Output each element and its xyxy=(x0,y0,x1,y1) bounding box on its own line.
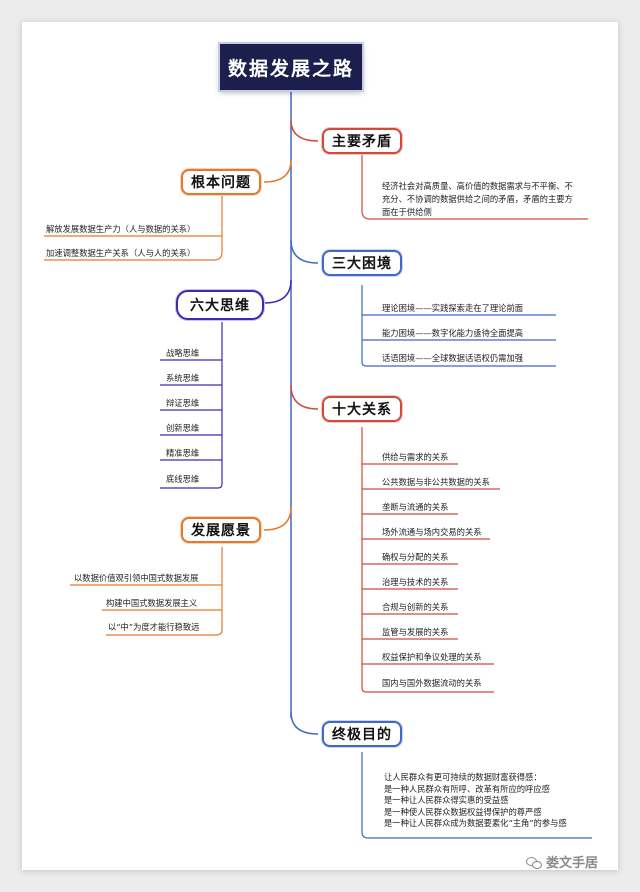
leaf-relation[interactable]: 治理与技术的关系 xyxy=(382,577,449,587)
node-ten-relations[interactable]: 十大关系 xyxy=(322,396,402,422)
ultimate-goal-line: 是一种人民群众有所呼、改革有所应的呼应感 xyxy=(384,783,550,794)
node-three-dilemmas[interactable]: 三大困境 xyxy=(322,250,402,276)
main-contradiction-text: 经济社会对高质量、高价值的数据需求与不平衡、不 充分、不协调的数据供给之间的矛盾… xyxy=(382,180,573,219)
leaf-root-problem[interactable]: 加速调整数据生产关系（人与人的关系） xyxy=(46,248,196,258)
leaf-relation[interactable]: 确权与分配的关系 xyxy=(382,552,449,562)
leaf-relation[interactable]: 公共数据与非公共数据的关系 xyxy=(382,477,490,487)
node-main-contradiction[interactable]: 主要矛盾 xyxy=(322,128,402,154)
ultimate-goal-text: 让人民群众有更可持续的数据财富获得感： 是一种人民群众有所呼、改革有所应的呼应感… xyxy=(384,772,567,830)
leaf-thinking[interactable]: 战略思维 xyxy=(166,348,200,358)
leaf-dilemma[interactable]: 话语困境——全球数据话语权仍需加强 xyxy=(382,353,524,363)
leaf-relation[interactable]: 垄断与流通的关系 xyxy=(382,502,449,512)
watermark-text: 娄文手居 xyxy=(546,856,599,871)
main-contradiction-line: 面在于供给侧 xyxy=(382,207,432,217)
leaf-relation[interactable]: 场外流通与场内交易的关系 xyxy=(382,527,482,537)
node-root-problem[interactable]: 根本问题 xyxy=(181,169,261,195)
ultimate-goal-line: 是一种使人民群众数据权益得保护的尊严感 xyxy=(384,806,542,817)
ultimate-goal-line: 是一种让人民群众成为数据要素化“主角”的参与感 xyxy=(384,818,567,828)
leaf-thinking[interactable]: 精准思维 xyxy=(166,448,200,458)
main-contradiction-line: 充分、不协调的数据供给之间的矛盾，矛盾的主要方 xyxy=(382,194,573,204)
leaf-dilemma[interactable]: 能力困境——数字化能力亟待全面提高 xyxy=(382,328,524,338)
node-vision[interactable]: 发展愿景 xyxy=(181,517,261,543)
leaf-vision[interactable]: 以数据价值观引领中国式数据发展 xyxy=(74,573,199,583)
main-contradiction-line: 经济社会对高质量、高价值的数据需求与不平衡、不 xyxy=(382,181,573,191)
leaf-thinking[interactable]: 系统思维 xyxy=(166,373,200,383)
leaf-root-problem[interactable]: 解放发展数据生产力（人与数据的关系） xyxy=(46,224,196,234)
leaf-relation[interactable]: 权益保护和争议处理的关系 xyxy=(382,652,482,662)
node-six-thinking[interactable]: 六大思维 xyxy=(176,290,264,320)
leaf-thinking[interactable]: 辩证思维 xyxy=(166,398,200,408)
leaf-relation[interactable]: 监管与发展的关系 xyxy=(382,627,449,637)
leaf-dilemma[interactable]: 理论困境——实践探索走在了理论前面 xyxy=(382,303,524,313)
wechat-icon xyxy=(526,856,542,869)
leaf-relation[interactable]: 供给与需求的关系 xyxy=(382,452,449,462)
leaf-vision[interactable]: 以“中”为度才能行稳致远 xyxy=(108,622,200,632)
leaf-thinking[interactable]: 底线思维 xyxy=(166,474,200,484)
leaf-thinking[interactable]: 创新思维 xyxy=(166,423,200,433)
watermark: 娄文手居 xyxy=(526,852,598,871)
ultimate-goal-line: 是一种让人民群众得实惠的受益感 xyxy=(384,795,509,805)
leaf-vision[interactable]: 构建中国式数据发展主义 xyxy=(106,598,198,608)
ultimate-goal-line: 让人民群众有更可持续的数据财富获得感： xyxy=(384,772,542,782)
page-canvas xyxy=(22,22,618,870)
leaf-relation[interactable]: 国内与国外数据流动的关系 xyxy=(382,678,482,688)
node-ultimate-goal[interactable]: 终极目的 xyxy=(322,721,402,747)
central-title[interactable]: 数据发展之路 xyxy=(220,44,362,90)
leaf-relation[interactable]: 合规与创新的关系 xyxy=(382,602,449,612)
